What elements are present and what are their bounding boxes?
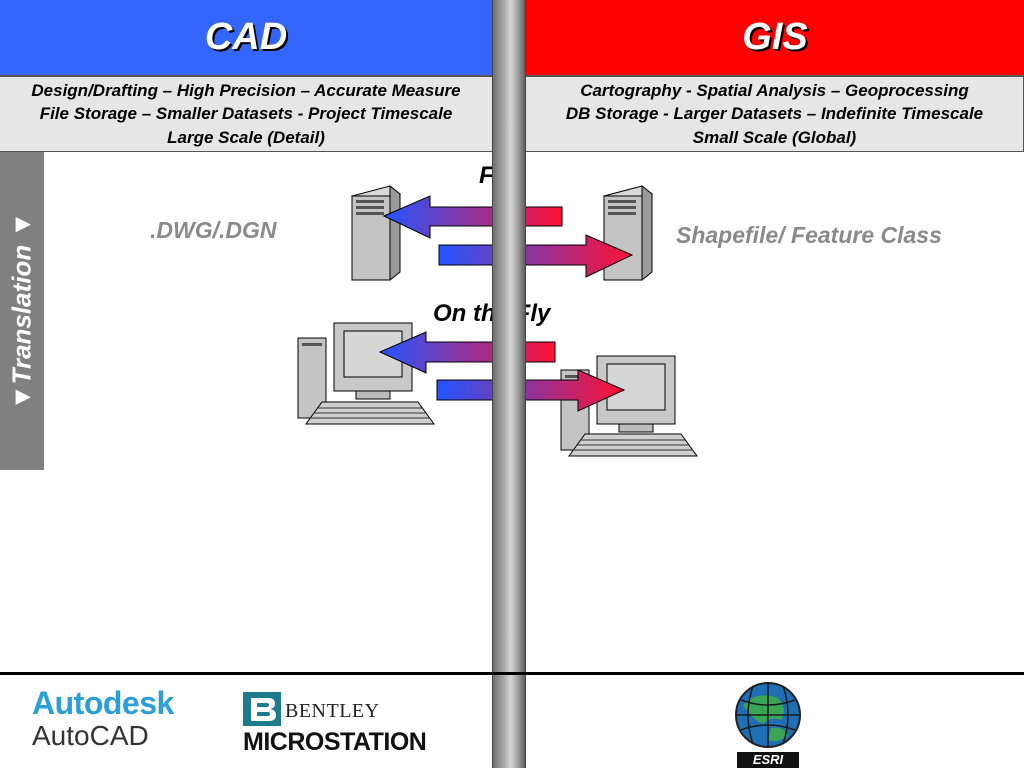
gis-format-label: Shapefile/ Feature Class [676,222,942,248]
arrow-right-icon [436,369,626,412]
gis-header: GIS [526,0,1024,76]
divider-pole [492,0,526,768]
autodesk-wordmark: Autodesk [32,685,174,721]
globe-icon [735,682,801,748]
gis-description: Cartography - Spatial Analysis – Geoproc… [526,76,1024,152]
cad-format-label: .DWG/.DGN [150,217,277,243]
esri-logo: ESRI [733,680,803,768]
bentley-b-icon [243,692,281,726]
on-the-fly-label: On the Fly [433,300,551,327]
gis-title: GIS [742,16,808,58]
gis-desc-line: Small Scale (Global) [692,127,857,147]
cad-desc-line: Large Scale (Detail) [167,127,325,147]
footer-divider [0,672,1024,675]
cad-desc-line: File Storage – Smaller Datasets - Projec… [39,104,453,124]
esri-wordmark: ESRI [737,752,799,768]
cad-header: CAD [0,0,492,76]
server-icon [350,184,402,282]
desktop-computer-icon [297,322,435,425]
translation-sidebar: ▼Translation ▼ [0,152,44,470]
cad-title: CAD [204,16,288,58]
bentley-wordmark: BENTLEY [285,700,380,722]
gis-desc-line: Cartography - Spatial Analysis – Geoproc… [580,80,969,100]
autodesk-logo: Autodesk AutoCAD [32,685,174,751]
arrow-left-icon [382,195,563,239]
cad-description: Design/Drafting – High Precision – Accur… [0,76,492,152]
server-icon [602,184,654,282]
arrow-right-icon [438,234,634,278]
cad-desc-line: Design/Drafting – High Precision – Accur… [31,80,461,100]
autocad-wordmark: AutoCAD [32,720,149,751]
microstation-wordmark: MICROSTATION [243,728,427,756]
gis-desc-line: DB Storage - Larger Datasets – Indefinit… [565,104,984,124]
desktop-computer-icon [560,355,698,457]
